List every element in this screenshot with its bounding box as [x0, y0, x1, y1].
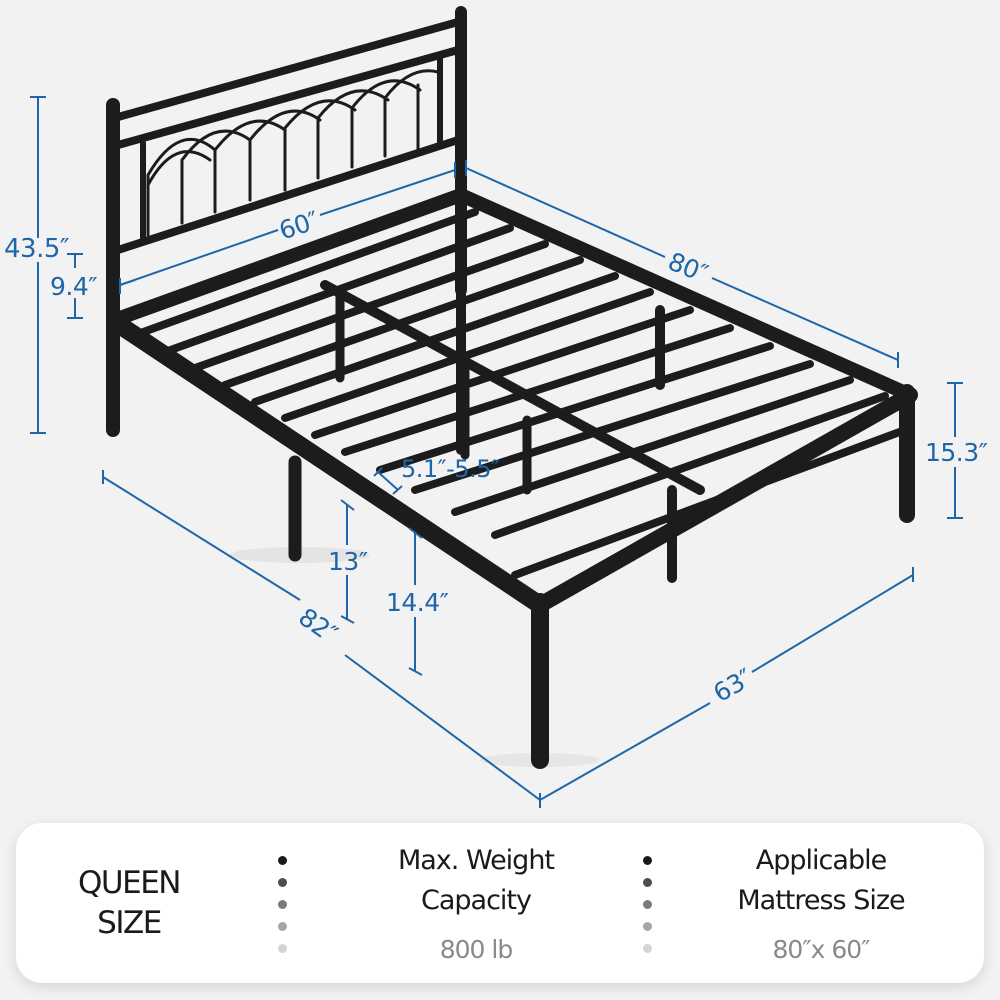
bullet-dot	[278, 878, 287, 887]
weight-title-line2: Capacity	[421, 885, 532, 916]
bullet-dot	[643, 922, 652, 931]
weight-title-line1: Max. Weight	[397, 845, 555, 876]
bullet-dots-2	[643, 856, 653, 966]
mattress-size: Applicable Mattress Size 80″x 60″	[706, 841, 936, 965]
bullet-dots-1	[278, 856, 288, 966]
bullet-dot	[643, 900, 652, 909]
dimension-platform-height: 14.4″	[386, 588, 449, 617]
dimension-lines	[30, 96, 963, 808]
size-label: QUEEN SIZE	[74, 863, 184, 943]
bullet-dot	[643, 856, 652, 865]
bullet-dot	[643, 944, 652, 953]
size-label-line1: QUEEN	[78, 865, 181, 901]
bullet-dot	[278, 900, 287, 909]
bed-frame	[106, 6, 918, 769]
size-label-line2: SIZE	[97, 905, 162, 941]
dimension-headboard-gap: 9.4″	[50, 272, 98, 301]
weight-value: 800 lb	[439, 935, 513, 964]
dimension-total-height: 43.5″	[4, 234, 70, 264]
bullet-dot	[278, 856, 287, 865]
mattress-title-line2: Mattress Size	[737, 885, 905, 916]
mattress-title-line1: Applicable	[755, 845, 887, 876]
weight-capacity: Max. Weight Capacity 800 lb	[356, 841, 596, 965]
spec-card: QUEEN SIZE Max. Weight Capacity 800 lb A…	[16, 823, 984, 983]
mattress-value: 80″x 60″	[772, 935, 870, 964]
bullet-dot	[278, 944, 287, 953]
bullet-dot	[278, 922, 287, 931]
dimension-footboard-height: 15.3″	[925, 438, 988, 467]
bullet-dot	[643, 878, 652, 887]
dimension-underbed-clearance: 13″	[328, 547, 368, 576]
dimension-slat-spacing: 5.1″-5.5″	[401, 455, 500, 483]
